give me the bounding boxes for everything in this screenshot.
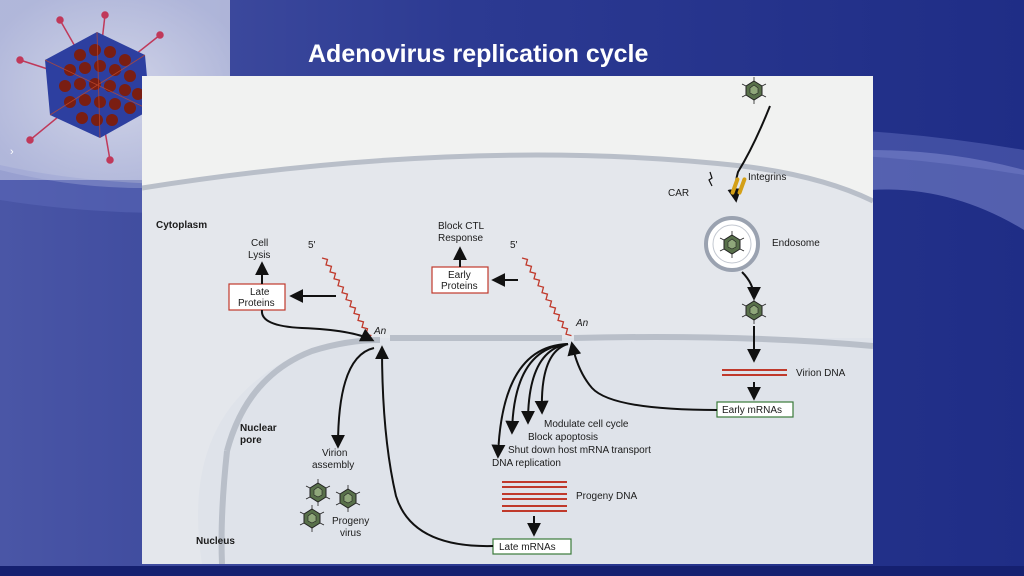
slide-title: Adenovirus replication cycle (308, 40, 649, 68)
nuclear-pore-label-line2: pore (240, 435, 262, 446)
early-mrnas-label: Early mRNAs (722, 405, 782, 416)
nucleus-region (198, 338, 873, 564)
cytoplasm-label: Cytoplasm (156, 220, 207, 231)
dna-replication-label: DNA replication (492, 458, 561, 469)
early-proteins-line1: Early (448, 270, 471, 281)
integrins-label: Integrins (748, 172, 786, 183)
early-mrna-strand (521, 257, 572, 337)
virion-assembly-line1: Virion (322, 448, 347, 459)
entry-arrow (727, 105, 771, 203)
progeny-dna-label: Progeny DNA (576, 491, 637, 502)
early-proteins-line2: Proteins (441, 281, 478, 292)
progeny-dna-icon (502, 481, 567, 512)
late-mrna-export-arrow (375, 345, 494, 548)
virion-dna-label: Virion DNA (796, 368, 846, 379)
car-receptor-icon (708, 171, 713, 187)
bottom-bar (0, 566, 1024, 576)
cell-lysis-line1: Cell (251, 238, 268, 249)
late-proteins-box (228, 283, 286, 311)
early-mrna-export-arrow (567, 341, 718, 411)
early-poly-a-label: An (575, 318, 589, 329)
replication-cycle-figure: Cytoplasm Nucleus Nuclear pore CAR Integ… (142, 76, 873, 564)
modulate-cell-cycle-label: Modulate cell cycle (544, 419, 629, 430)
replication-cycle-diagram: Cytoplasm Nucleus Nuclear pore CAR Integ… (142, 76, 873, 564)
late-five-prime-label: 5' (308, 240, 316, 251)
early-five-prime-label: 5' (510, 240, 518, 251)
late-proteins-line2: Proteins (238, 298, 275, 309)
car-label: CAR (668, 188, 689, 199)
late-proteins-line1: Late (250, 287, 270, 298)
nuclear-envelope-bottom (218, 450, 230, 564)
cell-lysis-line2: Lysis (248, 250, 270, 261)
endosome-exit-arrow (741, 271, 761, 301)
slide-bullet: › (10, 146, 14, 158)
block-ctl-line2: Response (438, 233, 483, 244)
incoming-virion-icon (741, 76, 767, 105)
late-mrna-strand (321, 257, 372, 337)
progeny-virus-line1: Progeny (332, 516, 369, 527)
progeny-virus-line2: virus (340, 528, 361, 539)
virion-dna-icon (722, 369, 787, 376)
cell-membrane (142, 152, 873, 204)
nucleus-label: Nucleus (196, 536, 235, 547)
virion-assembly-line2: assembly (312, 460, 354, 471)
block-ctl-line1: Block CTL (438, 221, 485, 232)
integrin-icon (730, 177, 747, 195)
endosome-label: Endosome (772, 238, 820, 249)
shut-down-host-mrna-label: Shut down host mRNA transport (508, 445, 651, 456)
late-protein-import-arrow (260, 309, 375, 342)
nuclear-pore-label-line1: Nuclear (240, 423, 277, 434)
late-mrnas-label: Late mRNAs (499, 542, 556, 553)
late-poly-a-label: An (373, 326, 387, 337)
assembly-arrow (331, 347, 375, 449)
nuclear-envelope-right (573, 334, 873, 349)
early-effects-arrows (491, 343, 569, 459)
block-apoptosis-label: Block apoptosis (528, 432, 598, 443)
nuclear-envelope-left (224, 337, 381, 452)
